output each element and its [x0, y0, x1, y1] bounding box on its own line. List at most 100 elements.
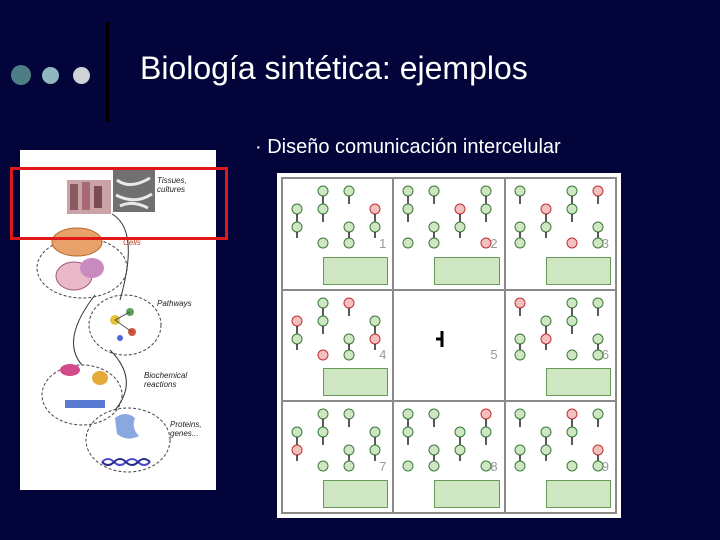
network-motif	[291, 185, 381, 249]
network-motif	[291, 297, 381, 361]
node-circle	[402, 185, 414, 197]
cell-number: 1	[379, 235, 387, 251]
node-circle	[540, 426, 552, 438]
cell-strip	[545, 368, 611, 397]
pathways-circle	[88, 294, 162, 356]
cell-strip	[323, 256, 389, 285]
network-motif	[402, 185, 492, 249]
intercellular-communication-figure: 1 2 3 4 5 6 7 8 9	[277, 173, 621, 518]
cell-number: 9	[601, 458, 609, 474]
network-motif	[291, 408, 381, 472]
network-motif	[514, 408, 604, 472]
node-circle	[454, 426, 466, 438]
cell-number: 3	[601, 235, 609, 251]
node-circle	[291, 203, 303, 215]
grid-cell-2: 2	[393, 178, 505, 290]
grid-cell-4: 4	[282, 289, 394, 402]
network-motif	[514, 297, 604, 361]
node-circle	[317, 460, 329, 472]
decor-dot-1	[11, 65, 31, 85]
node-circle	[480, 237, 492, 249]
node-circle	[291, 426, 303, 438]
cell-number: 7	[379, 458, 387, 474]
cell-image	[51, 227, 103, 257]
node-circle	[369, 203, 381, 215]
node-circle	[428, 460, 440, 472]
cell-number: 2	[490, 235, 498, 251]
biochemical-circle	[41, 364, 123, 426]
proteins-label: Proteins, genes...	[170, 420, 202, 438]
node-circle	[514, 333, 526, 345]
node-circle	[514, 297, 526, 309]
node-circle	[592, 237, 604, 249]
node-circle	[540, 221, 552, 233]
node-circle	[402, 460, 414, 472]
node-circle	[514, 349, 526, 361]
node-circle	[343, 297, 355, 309]
grid-cell-9: 9	[504, 401, 616, 513]
cell-number: 8	[490, 458, 498, 474]
network-motif	[402, 408, 492, 472]
decor-dot-3	[73, 67, 90, 84]
node-circle	[369, 221, 381, 233]
grid-cell-5: 5	[393, 289, 505, 402]
node-circle	[592, 349, 604, 361]
cell-strip	[545, 256, 611, 285]
node-circle	[402, 408, 414, 420]
node-circle	[566, 349, 578, 361]
node-circle	[402, 426, 414, 438]
node-circle	[291, 221, 303, 233]
tissues-label: Tissues, cultures	[157, 176, 187, 194]
node-circle	[592, 221, 604, 233]
biochemical-label: Biochemical reactions	[144, 371, 188, 389]
cell-number: 4	[379, 347, 387, 363]
node-circle	[369, 426, 381, 438]
node-circle	[343, 221, 355, 233]
node-circle	[343, 333, 355, 345]
grid-cell-7: 7	[282, 401, 394, 513]
node-circle	[317, 315, 329, 327]
node-circle	[540, 333, 552, 345]
node-circle	[428, 185, 440, 197]
node-circle	[480, 460, 492, 472]
node-circle	[540, 203, 552, 215]
node-circle	[514, 221, 526, 233]
node-circle	[428, 444, 440, 456]
node-circle	[566, 185, 578, 197]
proteins-circle	[85, 407, 171, 473]
node-circle	[480, 203, 492, 215]
node-circle	[454, 203, 466, 215]
node-circle	[402, 203, 414, 215]
cell-strip	[434, 256, 500, 285]
node-circle	[592, 333, 604, 345]
node-circle	[369, 444, 381, 456]
gene-symbol-icon	[436, 330, 444, 347]
node-circle	[566, 408, 578, 420]
grid-cell-3: 3	[504, 178, 616, 290]
node-circle	[428, 237, 440, 249]
node-circle	[480, 408, 492, 420]
node-circle	[369, 315, 381, 327]
cell-strip	[323, 368, 389, 397]
node-circle	[566, 315, 578, 327]
node-circle	[566, 237, 578, 249]
node-circle	[369, 333, 381, 345]
node-circle	[454, 221, 466, 233]
node-circle	[592, 408, 604, 420]
cell-grid: 1 2 3 4 5 6 7 8 9	[281, 177, 617, 514]
decor-dot-2	[42, 67, 59, 84]
node-circle	[317, 297, 329, 309]
node-circle	[291, 444, 303, 456]
node-circle	[317, 349, 329, 361]
node-circle	[402, 237, 414, 249]
slide-title: Biología sintética: ejemplos	[140, 50, 528, 86]
grid-cell-6: 6	[504, 289, 616, 402]
node-circle	[566, 297, 578, 309]
slide-subtitle: · Diseño comunicación intercelular	[255, 136, 561, 158]
cell-strip	[434, 479, 500, 508]
node-circle	[343, 444, 355, 456]
grid-cell-1: 1	[282, 178, 394, 290]
node-circle	[343, 408, 355, 420]
biology-hierarchy-figure: Tissues, cultures Cells Pathways Biochem…	[20, 150, 216, 490]
node-circle	[317, 408, 329, 420]
